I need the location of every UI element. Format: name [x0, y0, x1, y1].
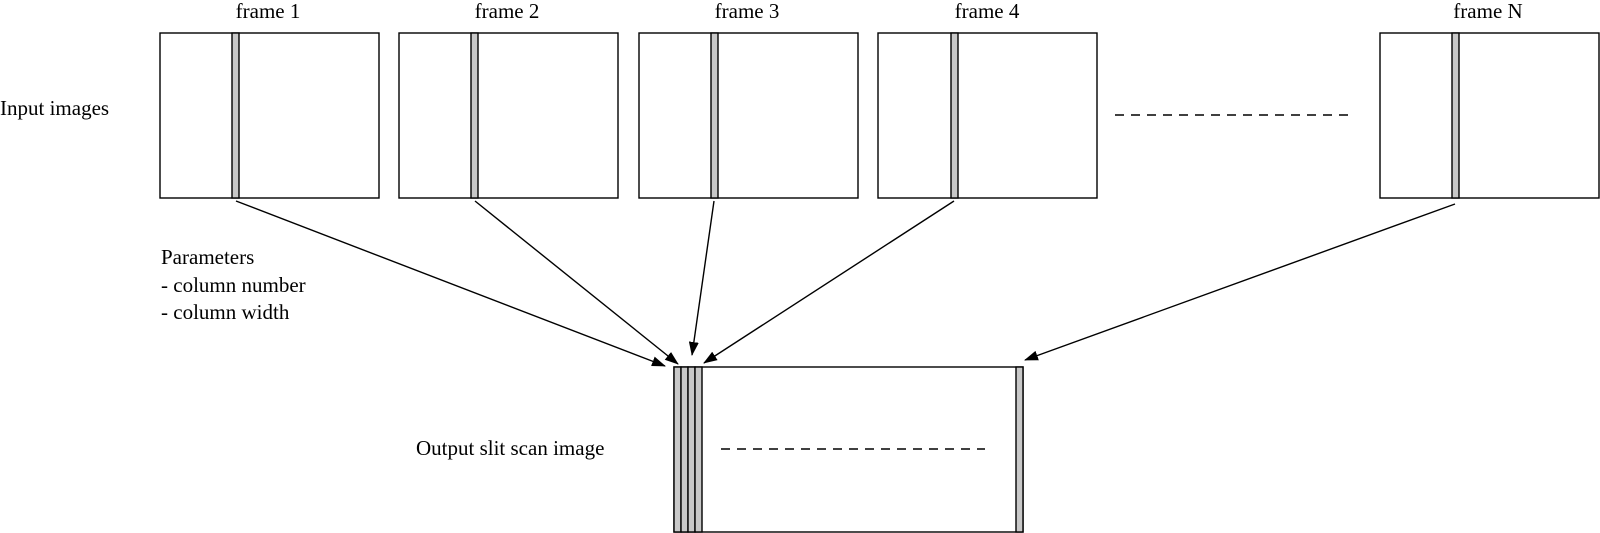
parameters-title: Parameters — [161, 245, 254, 269]
slit-column — [710, 32, 719, 199]
arrow-frame-1 — [235, 200, 666, 367]
frame-3: frame 3 — [638, 0, 859, 199]
arrow-frame-n — [1024, 203, 1456, 361]
frame-label: frame N — [1453, 0, 1522, 23]
arrow-frame-3 — [688, 200, 715, 356]
frame-box — [638, 32, 859, 199]
frame-n: frame N — [1379, 0, 1600, 199]
frame-label: frame 3 — [715, 0, 780, 23]
output-slit-4 — [694, 366, 703, 533]
frame-box — [398, 32, 619, 199]
frame-4: frame 4 — [877, 0, 1098, 199]
slit-column — [1451, 32, 1460, 199]
frame-1: frame 1 — [159, 0, 380, 199]
frame-box — [159, 32, 380, 199]
arrow-frame-4 — [703, 200, 955, 364]
input-images-label: Input images — [0, 96, 109, 120]
output-slit-3 — [687, 366, 696, 533]
output-slit-1 — [673, 366, 682, 533]
slit-column — [950, 32, 959, 199]
output-slit-2 — [680, 366, 689, 533]
arrow-frame-2 — [474, 200, 679, 365]
output-slit-n — [1015, 366, 1024, 533]
slit-column — [231, 32, 240, 199]
frame-box — [877, 32, 1098, 199]
frame-label: frame 4 — [955, 0, 1020, 23]
parameter-column-number: - column number — [161, 273, 306, 297]
parameter-column-width: - column width — [161, 300, 290, 324]
output-image — [673, 366, 1024, 533]
frame-label: frame 2 — [475, 0, 540, 23]
frame-2: frame 2 — [398, 0, 619, 199]
slit-column — [470, 32, 479, 199]
output-image-label: Output slit scan image — [416, 436, 604, 460]
frame-box — [1379, 32, 1600, 199]
frame-label: frame 1 — [236, 0, 301, 23]
